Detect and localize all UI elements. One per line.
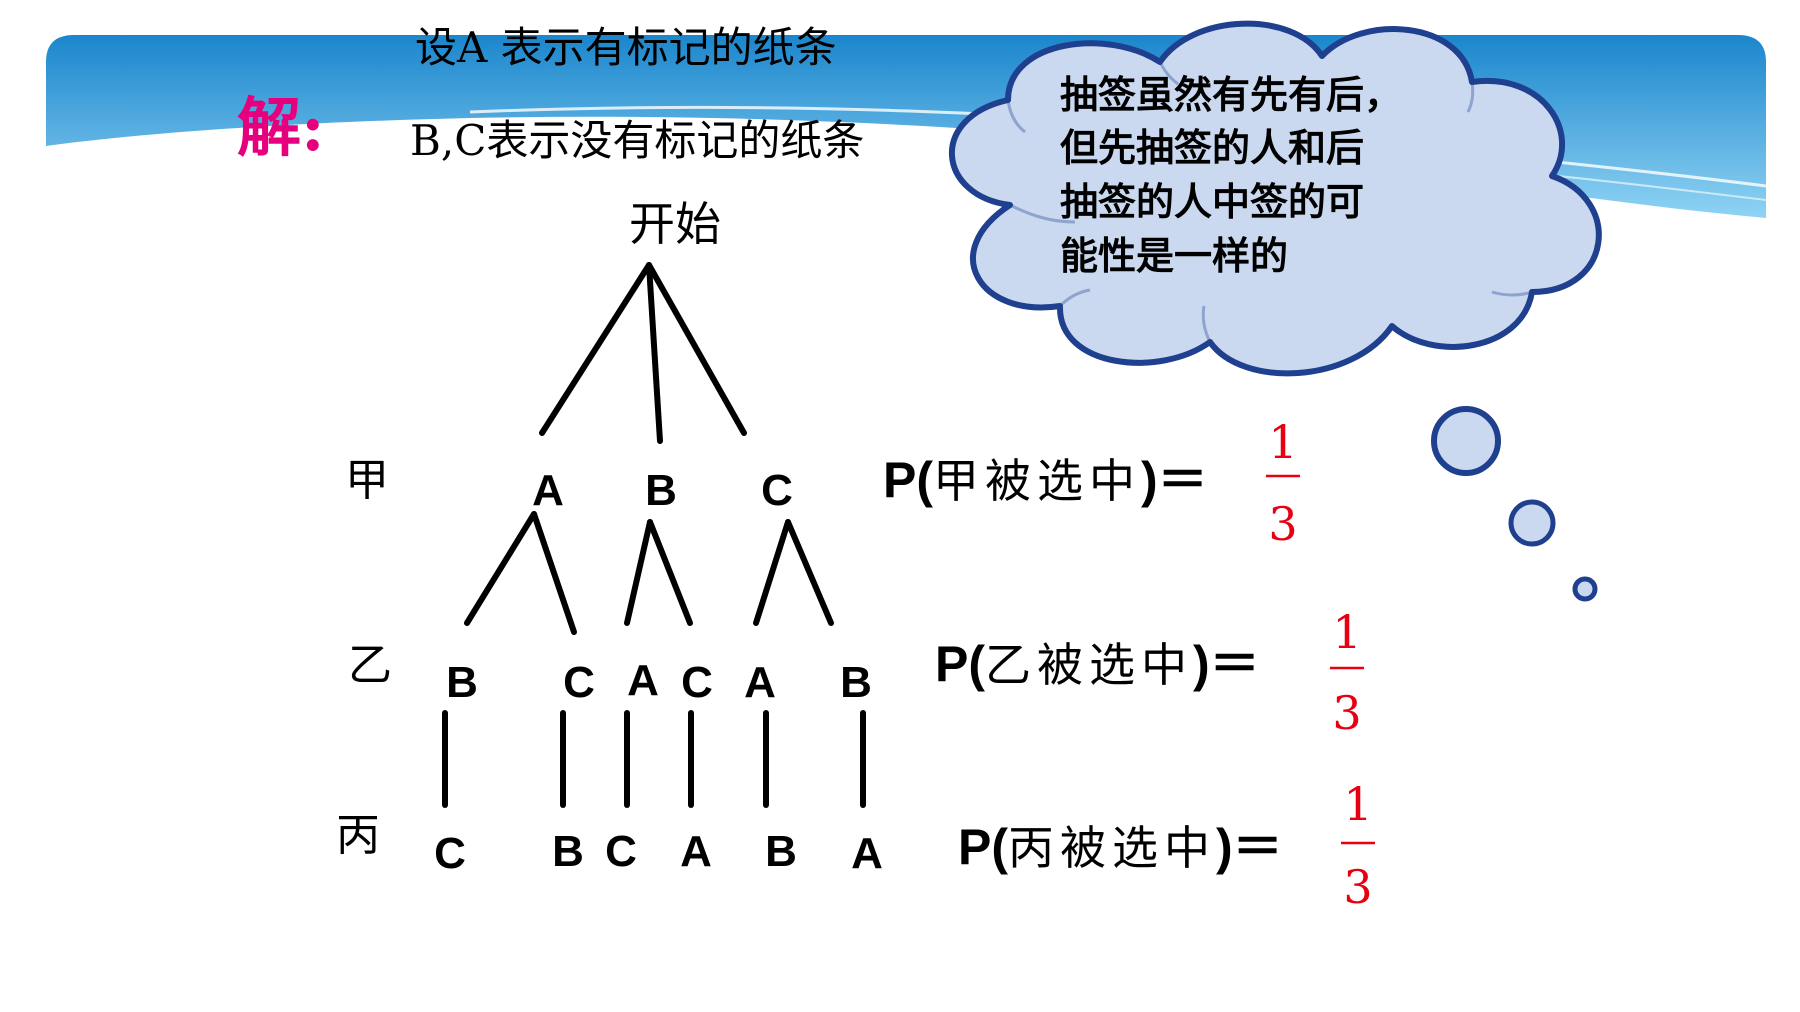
thought-cloud: 抽签虽然有先有后， 但先抽签的人和后 抽签的人中签的可 能性是一样的 (949, 20, 1602, 602)
probability-event: 甲被选中 (933, 454, 1141, 508)
thought-cloud-shape (949, 20, 1602, 377)
fraction-numerator: 1 (1332, 605, 1361, 659)
level2-node: B (446, 658, 478, 707)
probability-row-second: P(乙被选中)＝ 1 3 (935, 605, 1364, 740)
header-line-1: 设A 表示有标记的纸条 (415, 23, 837, 72)
level1-branches (464, 511, 834, 635)
level3-node: A (851, 829, 883, 878)
cloud-text-line: 抽签的人中签的可 (1060, 179, 1364, 224)
cloud-text-line: 但先抽签的人和后 (1060, 125, 1364, 170)
fraction-denominator: 3 (1268, 497, 1297, 551)
branch-l1-l2 (785, 519, 834, 626)
branch-l1-l2 (464, 511, 537, 626)
level1-node: B (645, 466, 677, 515)
level1-node: C (761, 466, 793, 515)
probability-row-first: P(甲被选中)＝ 1 3 (883, 415, 1300, 551)
level2-node: C (563, 658, 595, 707)
probability-prefix: P( (958, 819, 1008, 875)
fraction-numerator: 1 (1343, 777, 1372, 831)
probability-prefix: P( (883, 452, 933, 508)
level2-node: A (627, 656, 659, 705)
root-branches (539, 262, 747, 444)
branch-root-to-a (539, 262, 652, 436)
probability-row-third: P(丙被选中)＝ 1 3 (958, 777, 1375, 914)
branch-root-to-b (646, 262, 663, 444)
probability-expression: P(甲被选中)＝ (883, 452, 1208, 508)
row-label-first: 甲 (345, 455, 389, 506)
probability-expression: P(乙被选中)＝ (935, 636, 1260, 692)
cloud-text-line: 抽签虽然有先有后， (1060, 72, 1402, 117)
fraction-denominator: 3 (1343, 860, 1372, 914)
thought-bubble-large (1431, 406, 1501, 476)
level2-node: C (681, 658, 713, 707)
level1-node: A (532, 466, 564, 515)
fraction-numerator: 1 (1268, 415, 1297, 469)
level2-node: A (744, 658, 776, 707)
level3-node: C (434, 829, 466, 878)
probability-expression: P(丙被选中)＝ (958, 819, 1283, 875)
branch-l1-l2 (624, 519, 653, 626)
probability-prefix: P( (935, 636, 985, 692)
row-label-third: 丙 (336, 810, 380, 861)
branch-l1-l2 (753, 519, 791, 626)
probability-event: 乙被选中 (985, 638, 1193, 692)
tree-root-label: 开始 (629, 197, 721, 251)
probability-suffix: )＝ (1141, 452, 1208, 508)
level3-node: A (680, 827, 712, 876)
level3-node: C (605, 827, 637, 876)
solution-label: 解: (237, 91, 325, 166)
branch-l1-l2 (531, 511, 577, 635)
fraction-denominator: 3 (1332, 686, 1361, 740)
row-label-second: 乙 (348, 640, 392, 691)
level2-stems (442, 710, 866, 808)
probability-suffix: )＝ (1216, 819, 1283, 875)
branch-root-to-c (646, 262, 747, 436)
probability-suffix: )＝ (1193, 636, 1260, 692)
thought-bubble-medium (1508, 499, 1556, 547)
header-line-2: B,C表示没有标记的纸条 (410, 116, 864, 165)
level3-node: B (765, 827, 797, 876)
thought-bubble-small (1572, 576, 1598, 602)
cloud-text-line: 能性是一样的 (1060, 233, 1288, 278)
probability-event: 丙被选中 (1008, 821, 1216, 875)
level3-node: B (552, 827, 584, 876)
level2-node: B (840, 658, 872, 707)
branch-l1-l2 (647, 519, 693, 626)
